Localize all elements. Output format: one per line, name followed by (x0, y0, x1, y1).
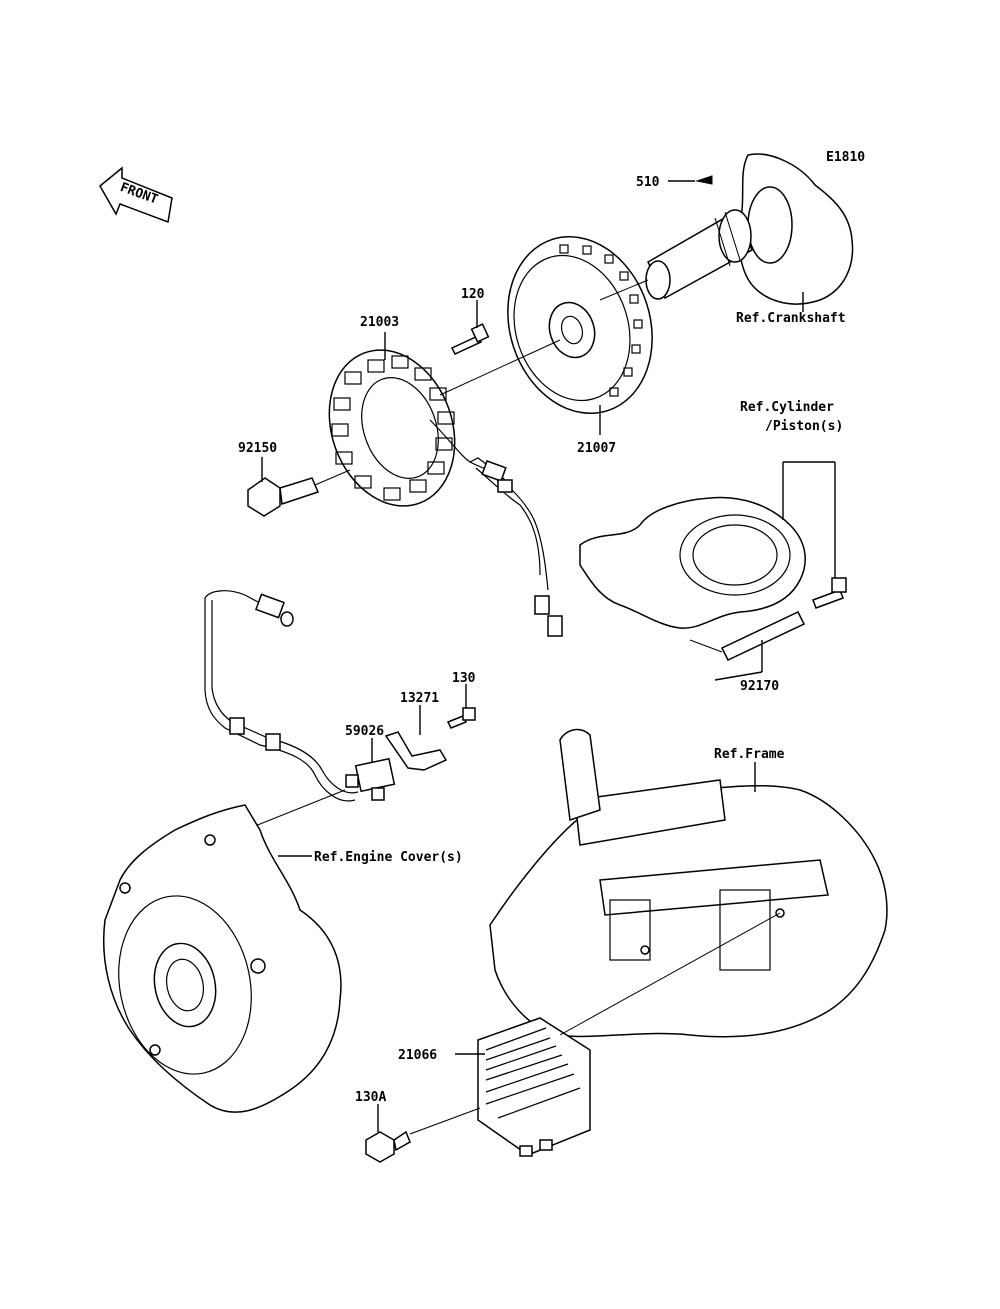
engine-cover-ref (102, 804, 342, 1113)
stator-part (328, 349, 506, 507)
label-510: 510 (636, 175, 660, 190)
label-ref-engine-cover: Ref.Engine Cover(s) (314, 850, 463, 865)
frame-ref (489, 728, 888, 1038)
bolt-120-part (450, 323, 490, 355)
regulator-21066-part (477, 1017, 591, 1157)
label-ref-cylinder: Ref.Cylinder (740, 400, 834, 415)
cylinder-bolt-part (812, 577, 847, 609)
bolt-92150-part (247, 477, 320, 517)
label-92170: 92170 (740, 679, 779, 694)
sensor-59026-part (345, 757, 396, 801)
label-ref-piston: /Piston(s) (765, 419, 843, 434)
label-ref-crankshaft: Ref.Crankshaft (736, 311, 846, 326)
stator-harness (469, 457, 563, 637)
bolt-130-part (446, 707, 476, 729)
cylinder-ref (579, 496, 806, 629)
label-ref-frame: Ref.Frame (714, 747, 785, 762)
label-21007: 21007 (577, 441, 616, 456)
label-130: 130 (452, 671, 476, 686)
crankshaft-part (645, 153, 854, 305)
label-92150: 92150 (238, 441, 277, 456)
bolt-130a-part (365, 1130, 411, 1163)
bracket-13271-part (384, 731, 448, 771)
label-130a: 130A (355, 1090, 386, 1105)
label-59026: 59026 (345, 724, 384, 739)
label-13271: 13271 (400, 691, 439, 706)
label-21003: 21003 (360, 315, 399, 330)
label-120: 120 (461, 287, 485, 302)
pin-92170-part (720, 611, 806, 661)
label-21066: 21066 (398, 1048, 437, 1063)
diagram-code: E1810 (826, 150, 865, 165)
rotor-part (507, 235, 653, 415)
front-arrow-icon: FRONT (99, 166, 173, 224)
sensor-harness (204, 590, 359, 802)
